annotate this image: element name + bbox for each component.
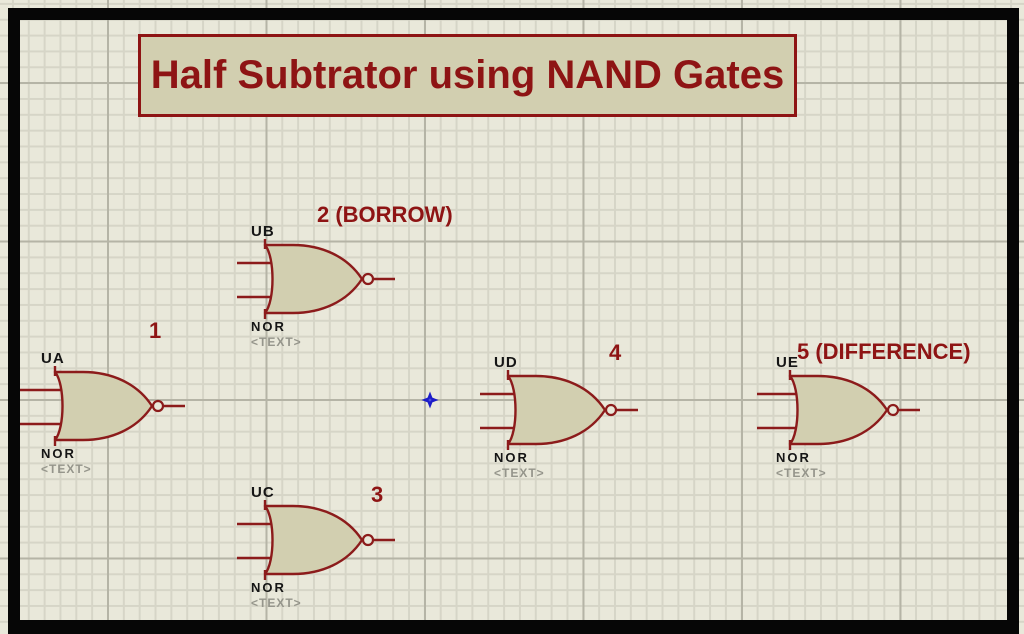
gate-annotation[interactable]: 2 (BORROW) — [317, 202, 453, 227]
gate-ref-label: UC — [251, 484, 275, 501]
gate-type-label: NOR — [494, 450, 529, 465]
gate-text-placeholder: <TEXT> — [776, 466, 827, 480]
gate-type-label: NOR — [776, 450, 811, 465]
title-block[interactable]: Half Subtrator using NAND Gates — [138, 34, 797, 117]
gate-annotation[interactable]: 3 — [371, 482, 384, 507]
nor-gate-UA[interactable]: UA NOR <TEXT> — [20, 351, 194, 475]
nor-gate-symbol — [237, 239, 395, 319]
nor-gate-symbol — [757, 370, 920, 450]
gate-annotation[interactable]: 5 (DIFFERENCE) — [797, 339, 971, 364]
gate-type-label: NOR — [251, 319, 286, 334]
gate-ref-label: UB — [251, 223, 275, 240]
gate-ref-label: UD — [494, 354, 518, 371]
nor-gate-UD[interactable]: UD NOR <TEXT> — [480, 355, 647, 479]
origin-marker-icon — [421, 391, 439, 409]
gate-ref-label: UA — [41, 350, 65, 367]
nor-gate-symbol — [237, 500, 395, 580]
nor-gate-UC[interactable]: UC NOR <TEXT> — [237, 485, 404, 609]
nor-gate-symbol — [480, 370, 638, 450]
gate-text-placeholder: <TEXT> — [494, 466, 545, 480]
nor-gate-UE[interactable]: UE NOR <TEXT> — [757, 355, 929, 479]
gate-annotation[interactable]: 1 — [149, 318, 162, 343]
gate-text-placeholder: <TEXT> — [41, 462, 92, 476]
nor-gate-symbol — [20, 366, 185, 446]
gate-ref-label: UE — [776, 354, 799, 371]
gate-text-placeholder: <TEXT> — [251, 596, 302, 610]
schematic-title: Half Subtrator using NAND Gates — [150, 53, 785, 97]
gate-type-label: NOR — [251, 580, 286, 595]
gate-type-label: NOR — [41, 446, 76, 461]
nor-gate-UB[interactable]: UB NOR <TEXT> — [237, 224, 404, 348]
gate-text-placeholder: <TEXT> — [251, 335, 302, 349]
gate-annotation[interactable]: 4 — [609, 340, 622, 365]
